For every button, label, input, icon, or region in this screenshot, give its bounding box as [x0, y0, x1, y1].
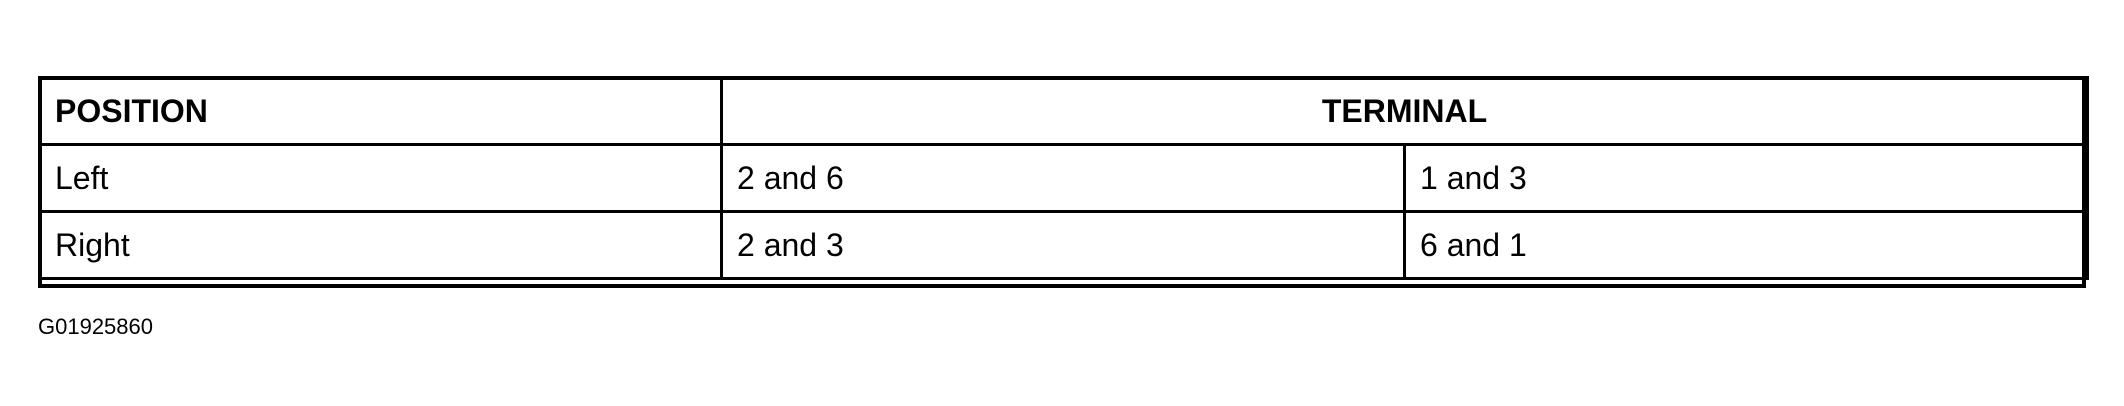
figure-code: G01925860 — [38, 314, 153, 339]
header-terminal: TERMINAL — [720, 76, 2089, 146]
row-terminal-a-cell: 2 and 3 — [720, 210, 1406, 280]
table-header-row: POSITION TERMINAL — [38, 76, 2089, 146]
terminal-position-table-container: POSITION TERMINAL Left 2 and 6 1 and 3 R… — [38, 76, 2089, 280]
table-row: Left 2 and 6 1 and 3 — [38, 143, 2089, 213]
row-terminal-a-cell: 2 and 6 — [720, 143, 1406, 213]
row-terminal-b-cell: 6 and 1 — [1403, 210, 2089, 280]
terminal-position-table: POSITION TERMINAL Left 2 and 6 1 and 3 R… — [38, 76, 2089, 280]
row-position-cell: Right — [38, 210, 723, 280]
row-terminal-b-cell: 1 and 3 — [1403, 143, 2089, 213]
header-position: POSITION — [38, 76, 723, 146]
table-row: Right 2 and 3 6 and 1 — [38, 210, 2089, 280]
row-position-cell: Left — [38, 143, 723, 213]
